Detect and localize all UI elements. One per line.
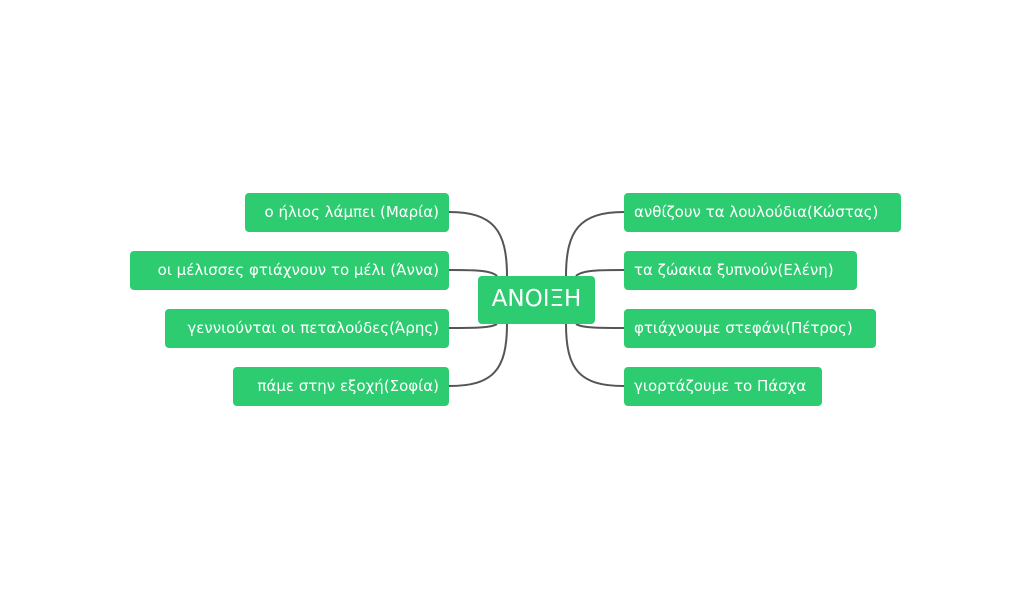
connector-right-4 bbox=[565, 323, 625, 387]
connector-right-1 bbox=[565, 211, 625, 277]
connector-left-1 bbox=[448, 211, 508, 277]
root-node[interactable]: ΑΝΟΙΞΗ bbox=[478, 276, 595, 324]
branch-node-right-2[interactable]: τα ζώακια ξυπνούν(Ελένη) bbox=[624, 251, 857, 290]
branch-node-left-2[interactable]: οι μέλισσες φτιάχνουν το μέλι (Άννα) bbox=[130, 251, 449, 290]
branch-node-right-1[interactable]: ανθίζουν τα λουλούδια(Κώστας) bbox=[624, 193, 901, 232]
branch-node-left-3[interactable]: γεννιούνται οι πεταλούδες(Άρης) bbox=[165, 309, 449, 348]
connector-right-2 bbox=[575, 269, 625, 277]
connector-left-3 bbox=[448, 323, 498, 329]
branch-node-left-1[interactable]: ο ήλιος λάμπει (Μαρία) bbox=[245, 193, 449, 232]
branch-node-left-4[interactable]: πάμε στην εξοχή(Σοφία) bbox=[233, 367, 449, 406]
branch-node-right-3[interactable]: φτιάχνουμε στεφάνι(Πέτρος) bbox=[624, 309, 876, 348]
branch-node-right-4[interactable]: γιορτάζουμε το Πάσχα bbox=[624, 367, 822, 406]
connector-left-2 bbox=[448, 269, 498, 277]
connector-right-3 bbox=[575, 323, 625, 329]
connector-left-4 bbox=[448, 323, 508, 387]
